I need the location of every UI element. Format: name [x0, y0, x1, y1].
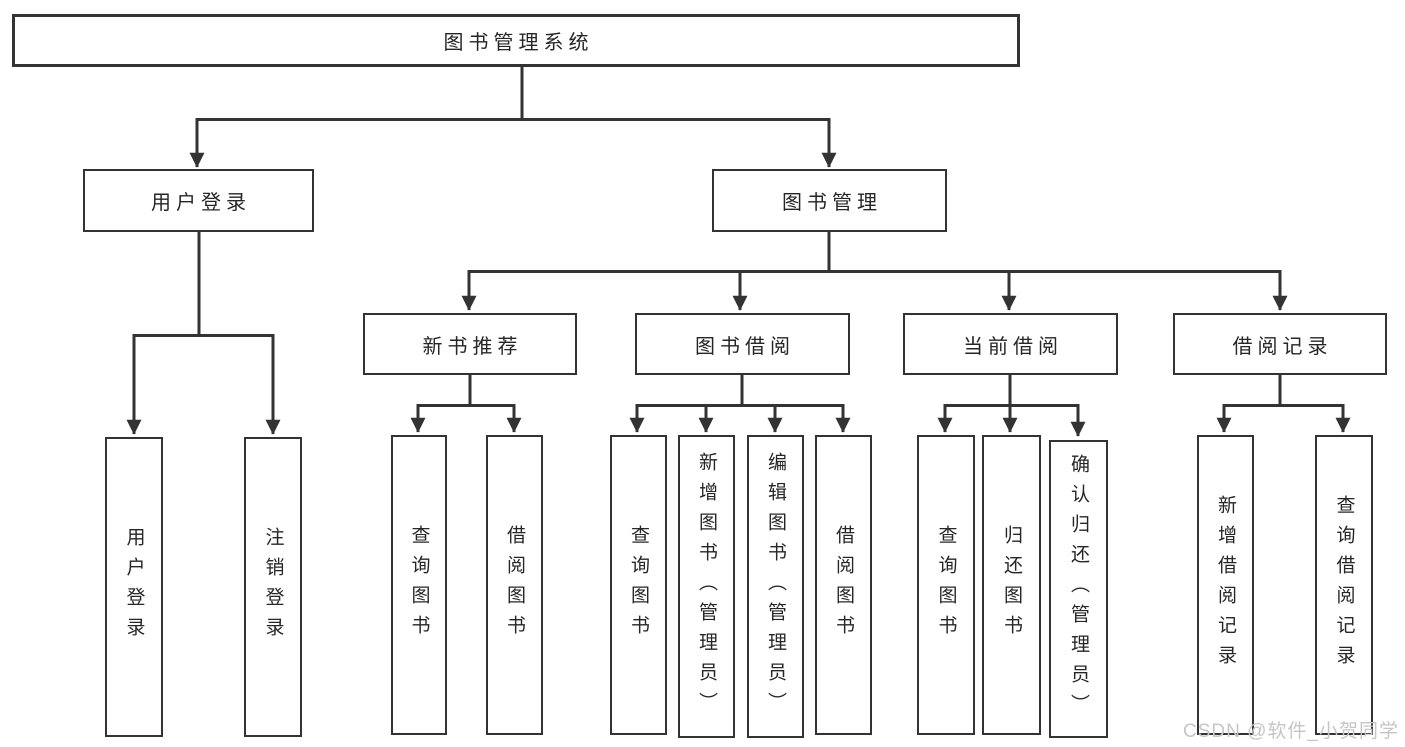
- node-new-book-recommendation: 新书推荐: [363, 313, 577, 375]
- node-leaf-borrow-edit-books-admin: 编辑图书（管理员）: [747, 435, 804, 738]
- node-leaf-recommend-query-books: 查询图书: [391, 435, 447, 735]
- node-user-login: 用户登录: [83, 169, 314, 232]
- node-leaf-current-return-books: 归还图书: [982, 435, 1041, 735]
- node-leaf-borrow-borrow-books: 借阅图书: [815, 435, 872, 735]
- node-book-borrowing: 图书借阅: [635, 313, 850, 375]
- node-leaf-record-add-borrow-record: 新增借阅记录: [1197, 435, 1254, 735]
- node-leaf-current-query-books: 查询图书: [917, 435, 975, 735]
- node-leaf-record-query-borrow-record: 查询借阅记录: [1315, 435, 1373, 735]
- csdn-watermark: CSDN @软件_小贺同学: [1183, 721, 1399, 742]
- node-root-library-management-system: 图书管理系统: [12, 14, 1020, 67]
- node-leaf-recommend-borrow-books: 借阅图书: [486, 435, 543, 735]
- node-leaf-user-login: 用户登录: [105, 437, 163, 737]
- node-leaf-current-confirm-return-admin: 确认归还（管理员）: [1049, 440, 1108, 738]
- node-leaf-logout: 注销登录: [244, 437, 302, 737]
- node-leaf-borrow-add-books-admin: 新增图书（管理员）: [678, 435, 735, 738]
- node-book-management: 图书管理: [712, 169, 947, 232]
- node-current-borrowing: 当前借阅: [903, 313, 1118, 375]
- node-leaf-borrow-query-books: 查询图书: [610, 435, 667, 735]
- node-borrowing-records: 借阅记录: [1173, 313, 1387, 375]
